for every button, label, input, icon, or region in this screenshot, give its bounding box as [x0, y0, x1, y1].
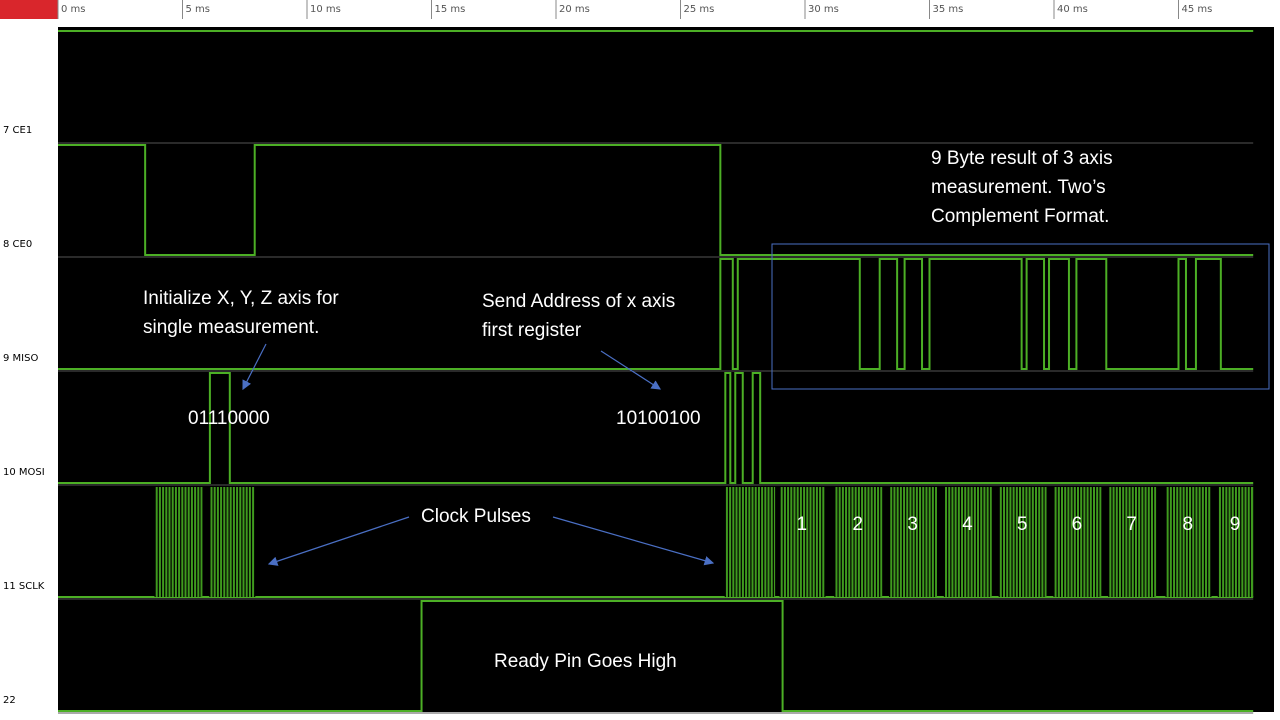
- clock-arrow-left: [267, 516, 410, 566]
- channel-label-ce0[interactable]: 8 CE0: [3, 239, 33, 250]
- cursor-marker[interactable]: [0, 0, 58, 19]
- clock-burst: [889, 487, 937, 597]
- time-tick-label: 5 ms: [186, 4, 211, 15]
- clock-burst: [1217, 487, 1254, 597]
- channel-label-mosi[interactable]: 10 MOSI: [3, 467, 45, 478]
- time-ruler[interactable]: [58, 0, 1280, 19]
- channel-label-miso[interactable]: 9 MISO: [3, 353, 39, 364]
- byte-number-label: 9: [1229, 514, 1241, 535]
- channel-label-ready[interactable]: 22: [3, 695, 16, 706]
- waveform-traces: [58, 30, 1254, 714]
- clock-burst: [943, 487, 992, 597]
- channel-label-panel: [0, 0, 58, 720]
- time-tick-label: 0 ms: [61, 4, 86, 15]
- result-highlight-box: [771, 243, 1270, 390]
- init-annotation: Initialize X, Y, Z axis for single measu…: [143, 288, 339, 338]
- clock-burst: [779, 487, 826, 597]
- channel-label-ce1[interactable]: 7 CE1: [3, 125, 33, 136]
- clock-burst: [1108, 487, 1157, 597]
- byte-number-label: 2: [852, 514, 864, 535]
- trace-ready: [58, 600, 1254, 712]
- clock-burst: [154, 487, 203, 597]
- clock-burst: [724, 487, 776, 597]
- plot-border-bottom: [58, 712, 1280, 720]
- time-tick-label: 45 ms: [1182, 4, 1213, 15]
- clock-burst: [834, 487, 883, 597]
- time-tick-label: 20 ms: [559, 4, 590, 15]
- plot-border-top: [58, 19, 1280, 27]
- channel-label-sclk[interactable]: 11 SCLK: [3, 581, 45, 592]
- addr-byte-annotation: 10100100: [616, 408, 701, 429]
- clock-burst: [998, 487, 1047, 597]
- time-tick-label: 30 ms: [808, 4, 839, 15]
- trace-mosi: [58, 372, 1254, 484]
- time-tick-label: 15 ms: [435, 4, 466, 15]
- annotation-arrows: [242, 243, 1270, 566]
- send-addr-annotation: Send Address of x axis first register: [482, 291, 676, 341]
- init-byte-annotation: 01110000: [188, 408, 270, 429]
- clock-annotation: Clock Pulses: [421, 506, 531, 527]
- byte-number-label: 1: [796, 514, 808, 535]
- byte-number-label: 6: [1071, 514, 1083, 535]
- byte-number-label: 3: [907, 514, 918, 535]
- clock-burst: [209, 487, 256, 597]
- trace-ce0: [58, 144, 1254, 256]
- clock-burst: [1165, 487, 1212, 597]
- time-tick-label: 25 ms: [684, 4, 715, 15]
- clock-arrow-right: [552, 516, 715, 566]
- ready-annotation: Ready Pin Goes High: [494, 651, 677, 672]
- byte-number-label: 7: [1126, 514, 1137, 535]
- time-axis-ticks: 0 ms 5 ms 10 ms 15 ms 20 ms 25 ms 30 ms 35 ms 40…: [57, 0, 1213, 19]
- plot-border-right: [1274, 19, 1280, 720]
- result-annotation: 9 Byte result of 3 axis measurement. Two…: [931, 148, 1113, 227]
- clock-burst: [1053, 487, 1102, 597]
- send-addr-arrow: [600, 350, 662, 390]
- time-tick-label: 40 ms: [1057, 4, 1088, 15]
- init-arrow: [242, 343, 267, 391]
- trace-miso: [58, 258, 1254, 370]
- byte-number-label: 8: [1182, 514, 1194, 535]
- byte-number-label: 4: [962, 514, 973, 535]
- byte-number-label: 5: [1016, 514, 1028, 535]
- time-tick-label: 10 ms: [310, 4, 341, 15]
- time-tick-label: 35 ms: [933, 4, 964, 15]
